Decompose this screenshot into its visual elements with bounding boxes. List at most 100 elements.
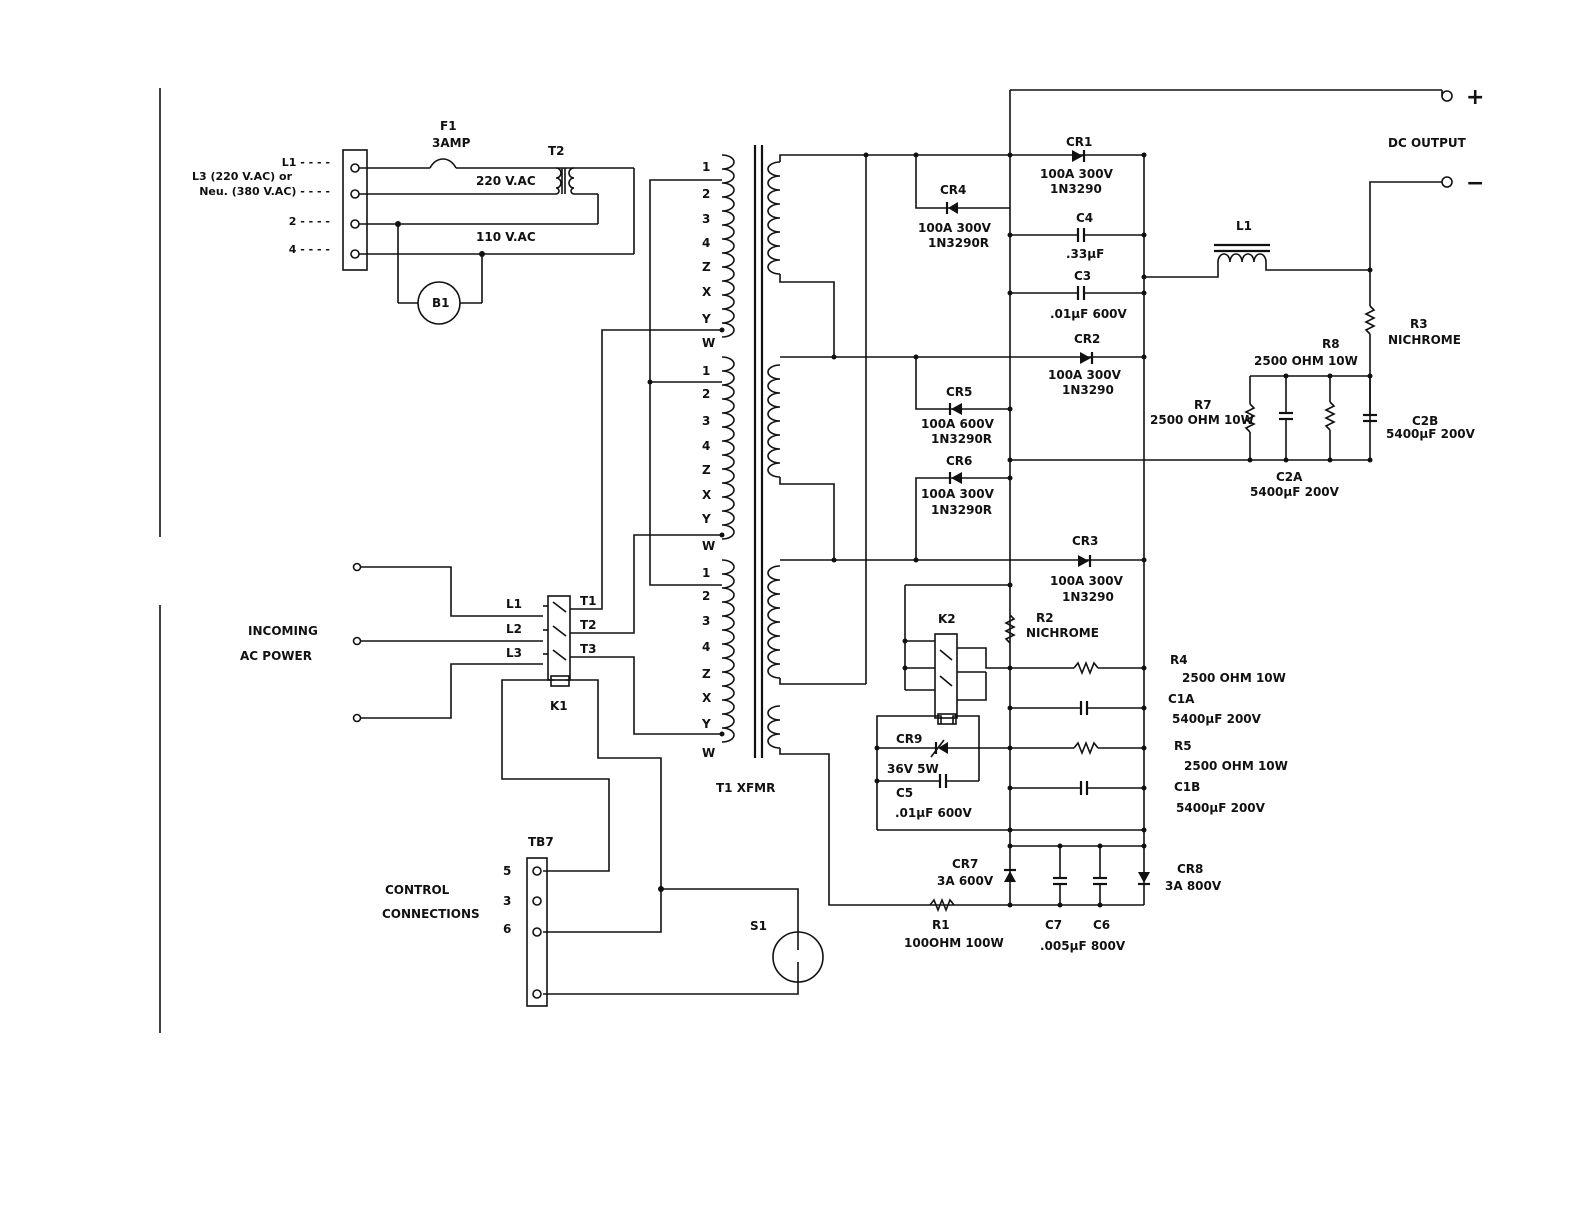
t1-tap-2: 2 [702, 387, 710, 401]
k2-ref: K2 [938, 612, 956, 626]
k1-t3: T3 [580, 642, 597, 656]
c7-value: .005µF 800V [1040, 939, 1126, 953]
t1-tap-x: X [702, 285, 712, 299]
t1-tap-4: 4 [702, 439, 710, 453]
t1-tap-1: 1 [702, 160, 710, 174]
t1-tap-z: Z [702, 260, 711, 274]
t1-tap-y: Y [701, 512, 711, 526]
c3-ref: C3 [1074, 269, 1091, 283]
tb7-pin3: 3 [503, 894, 511, 908]
fan-circuit: F1 3AMP T2 220 V.AC 110 V.AC B1 [359, 119, 635, 325]
t1-ref: T1 XFMR [716, 781, 775, 795]
cr3-rating: 100A 300V [1050, 574, 1124, 588]
r3-ref: R3 [1410, 317, 1428, 331]
r1-value: 100OHM 100W [904, 936, 1004, 950]
cr4-part: 1N3290R [928, 236, 989, 250]
cr4-ref: CR4 [940, 183, 966, 197]
cr2-ref: CR2 [1074, 332, 1100, 346]
cr3-ref: CR3 [1072, 534, 1098, 548]
tb7-ref: TB7 [528, 835, 554, 849]
l1-inductor-ref: L1 [1236, 219, 1252, 233]
cr5-part: 1N3290R [931, 432, 992, 446]
c3-value: .01µF 600V [1050, 307, 1128, 321]
cr6-ref: CR6 [946, 454, 972, 468]
r1-ref: R1 [932, 918, 950, 932]
dc-minus: − [1466, 171, 1484, 196]
c1b-value: 5400µF 200V [1176, 801, 1266, 815]
c5-ref: C5 [896, 786, 913, 800]
cr7-ref: CR7 [952, 857, 978, 871]
tb7-pin5: 5 [503, 864, 511, 878]
r5-ref: R5 [1174, 739, 1192, 753]
t2-110-label: 110 V.AC [476, 230, 536, 244]
cr2-rating: 100A 300V [1048, 368, 1122, 382]
cr6-part: 1N3290R [931, 503, 992, 517]
incoming-label-1: INCOMING [248, 624, 318, 638]
r7-value: 2500 OHM 10W [1150, 413, 1254, 427]
cr3-part: 1N3290 [1062, 590, 1114, 604]
t1-tap-z: Z [702, 667, 711, 681]
cr9-value: 36V 5W [887, 762, 939, 776]
c6-ref: C6 [1093, 918, 1110, 932]
r8-ref: R8 [1322, 337, 1340, 351]
f1-value: 3AMP [432, 136, 471, 150]
r8-value: 2500 OHM 10W [1254, 354, 1358, 368]
input-label-neu: Neu. (380 V.AC) - - - - [199, 185, 330, 198]
c4-value: .33µF [1066, 247, 1104, 261]
t1-tap-4: 4 [702, 236, 710, 250]
r4-ref: R4 [1170, 653, 1188, 667]
control-label-1: CONTROL [385, 883, 450, 897]
t1-tap-z: Z [702, 463, 711, 477]
cr1-part: 1N3290 [1050, 182, 1102, 196]
relay-k2: K2 CR9 36V 5W C5 .01µF 600V [874, 582, 1013, 830]
main-transformer-t1: 1 2 3 4 Z X Y W 1 2 3 4 Z X Y W 1 2 3 4 … [647, 145, 781, 795]
incoming-ac: INCOMING AC POWER [240, 562, 543, 723]
t1-tap-3: 3 [702, 414, 710, 428]
t1-tap-2: 2 [702, 589, 710, 603]
c1a-value: 5400µF 200V [1172, 712, 1262, 726]
control-label-2: CONNECTIONS [382, 907, 480, 921]
t1-tap-y: Y [701, 717, 711, 731]
c5-value: .01µF 600V [895, 806, 973, 820]
input-label-4: 4 - - - - [289, 243, 330, 256]
t2-ref: T2 [548, 144, 565, 158]
tb7-pin6: 6 [503, 922, 511, 936]
cr8-ref: CR8 [1177, 862, 1203, 876]
incoming-label-2: AC POWER [240, 649, 312, 663]
c2b-value: 5400µF 200V [1386, 427, 1476, 441]
t1-tap-w: W [702, 336, 715, 350]
k1-t2: T2 [580, 618, 597, 632]
t1-tap-1: 1 [702, 566, 710, 580]
cr9-ref: CR9 [896, 732, 922, 746]
k1-l3: L3 [506, 646, 522, 660]
cr4-rating: 100A 300V [918, 221, 992, 235]
r7-ref: R7 [1194, 398, 1212, 412]
c2a-value: 5400µF 200V [1250, 485, 1340, 499]
t1-tap-w: W [702, 746, 715, 760]
t1-tap-y: Y [701, 312, 711, 326]
input-label-l3: L3 (220 V.AC) or [192, 170, 293, 183]
c2a-ref: C2A [1276, 470, 1303, 484]
k1-l2: L2 [506, 622, 522, 636]
t1-tap-x: X [702, 488, 712, 502]
dc-output-label: DC OUTPUT [1388, 136, 1467, 150]
r2-ref: R2 [1036, 611, 1054, 625]
cr6-rating: 100A 300V [921, 487, 995, 501]
t1-tap-3: 3 [702, 614, 710, 628]
t1-tap-1: 1 [702, 364, 710, 378]
r4-value: 2500 OHM 10W [1182, 671, 1286, 685]
input-terminal-block: L1 - - - - L3 (220 V.AC) or Neu. (380 V.… [192, 149, 368, 271]
cr5-ref: CR5 [946, 385, 972, 399]
dc-plus: + [1466, 85, 1484, 110]
cr1-rating: 100A 300V [1040, 167, 1114, 181]
c4-ref: C4 [1076, 211, 1093, 225]
k1-t1: T1 [580, 594, 597, 608]
t1-tap-3: 3 [702, 212, 710, 226]
r3-value: NICHROME [1388, 333, 1461, 347]
input-label-l1: L1 - - - - [282, 156, 330, 169]
input-label-2: 2 - - - - [289, 215, 330, 228]
cr7-value: 3A 600V [937, 874, 994, 888]
control-connections: TB7 5 3 6 CONTROL CONNECTIONS S1 [382, 835, 824, 1007]
c1b-ref: C1B [1174, 780, 1200, 794]
